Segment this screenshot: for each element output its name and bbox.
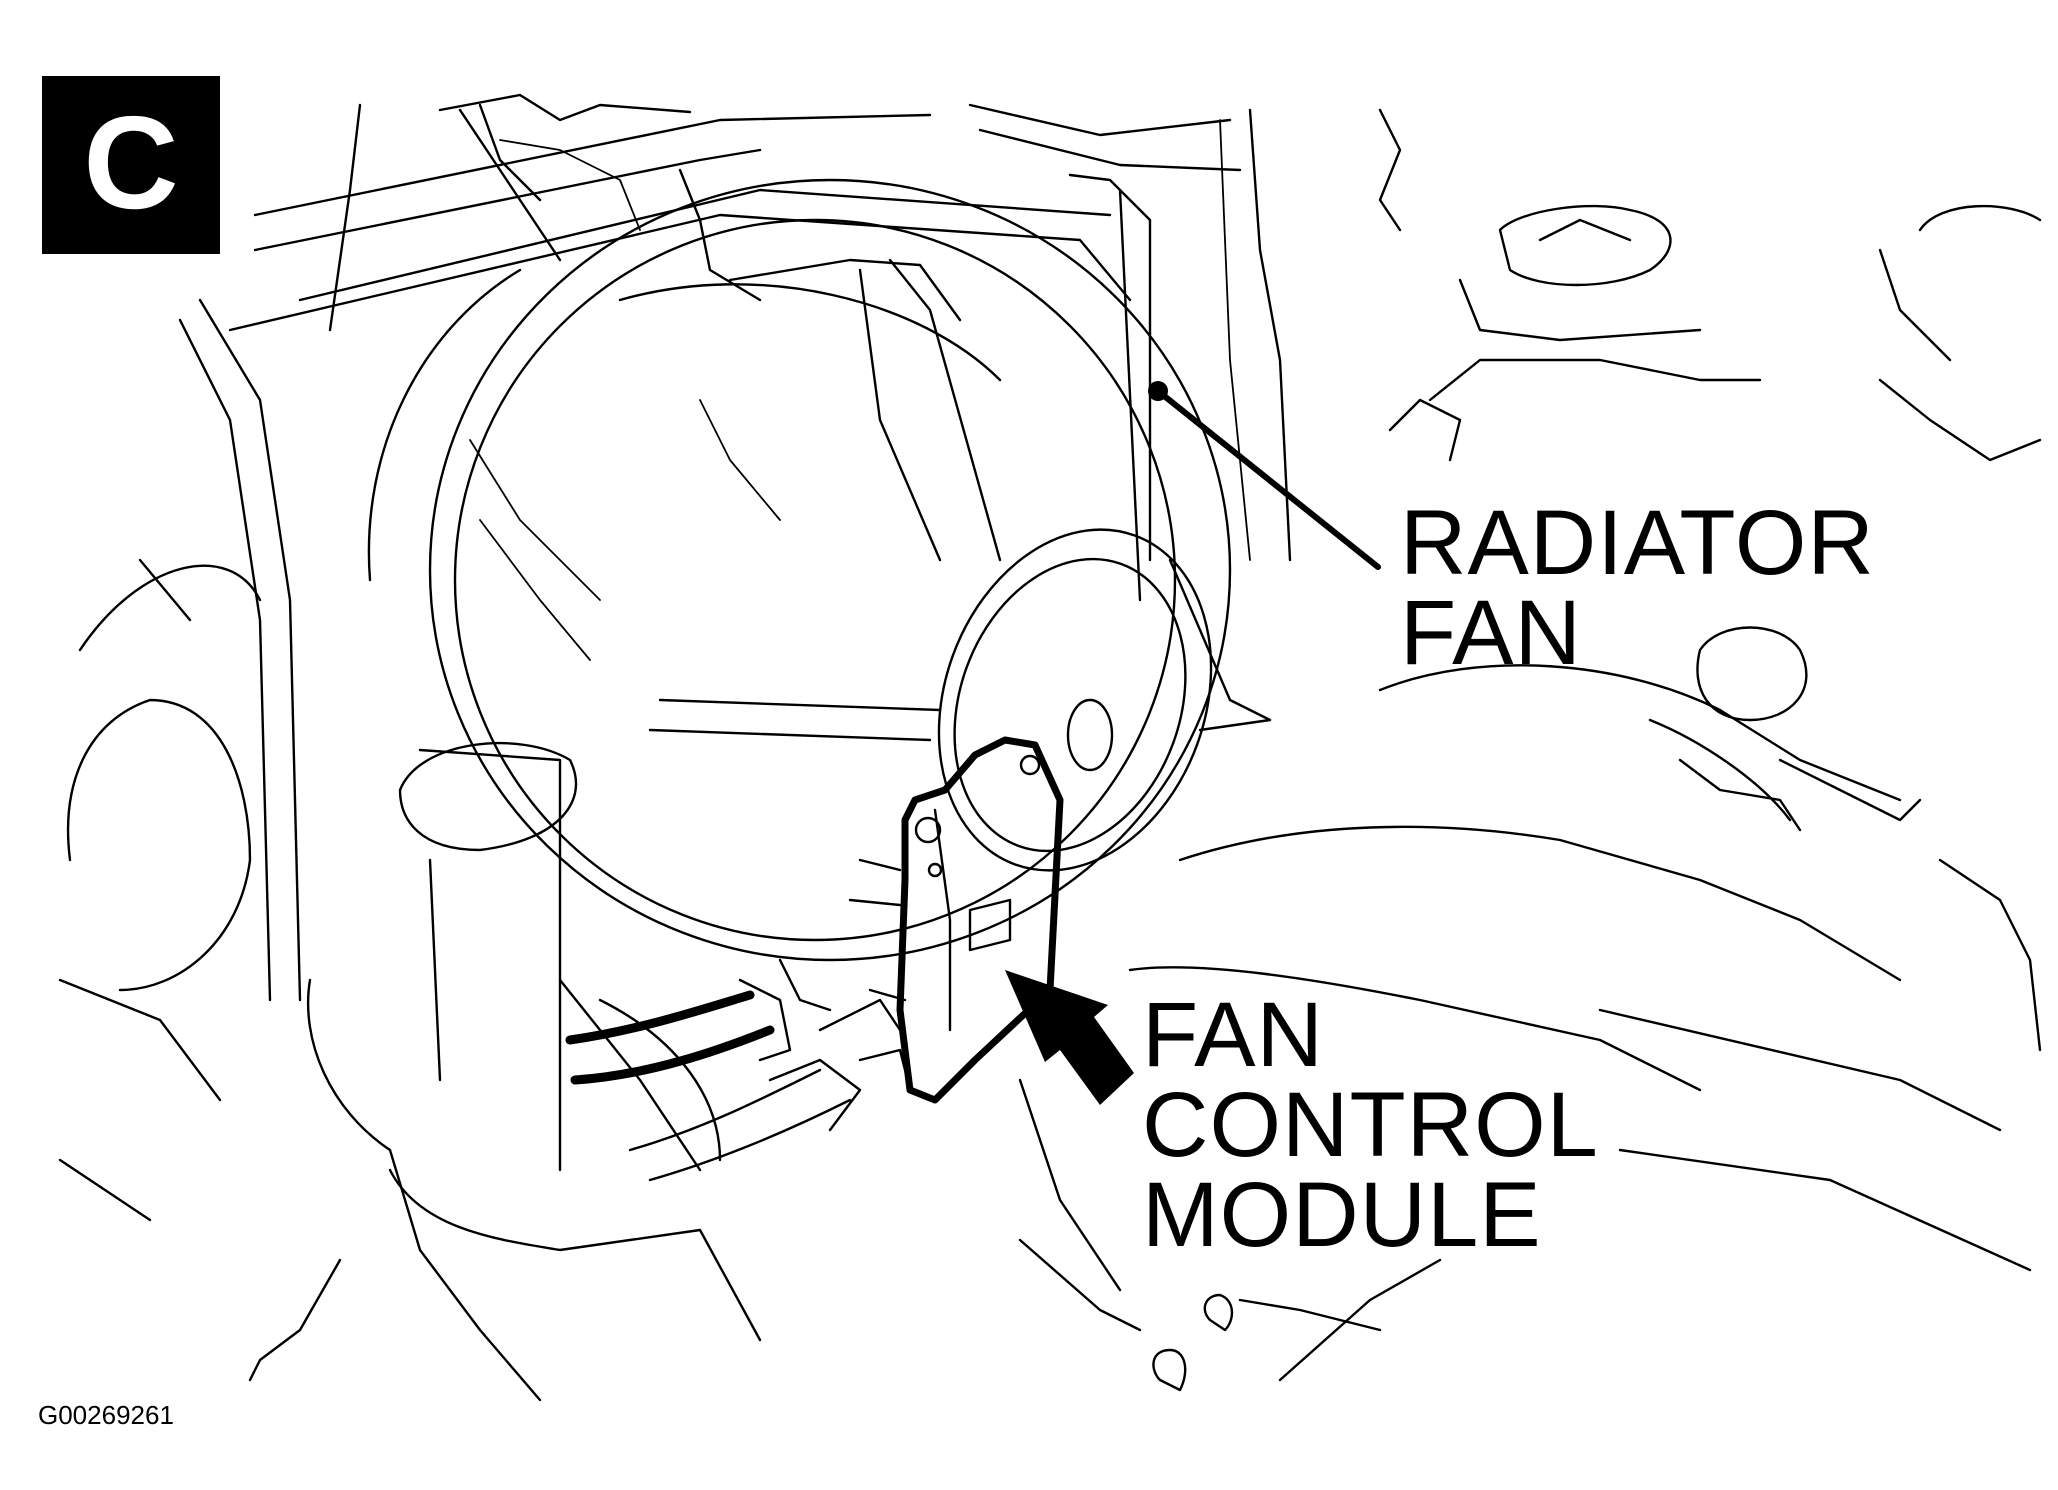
radiator-fan-label-line-2: FAN [1400,582,1582,684]
right-side-structure [1018,204,2042,1392]
left-side-structure [58,298,762,1402]
radiator-fan-leader [1148,381,1381,570]
fan-control-module-drawing [848,736,1064,1104]
panel-badge: C [42,76,220,254]
fan-control-module-label-line-2: CONTROL [1142,1074,1599,1176]
fan-control-module-label-line-3: MODULE [1142,1164,1542,1266]
fan-control-module-label: FAN CONTROL MODULE [1142,984,1599,1266]
fan-motor-hub [937,528,1272,872]
radiator-fan-label: RADIATOR FAN [1400,492,1875,684]
fan-shroud [367,178,1232,962]
wiring-harness [565,958,912,1182]
fan-control-module-arrow [1005,970,1134,1105]
fan-control-module-label-line-1: FAN [1142,984,1324,1086]
figure-id: G00269261 [38,1400,174,1430]
radiator-fan-label-line-1: RADIATOR [1400,492,1875,594]
panel-letter: C [83,89,179,236]
radiator-support-frame [228,93,1402,602]
